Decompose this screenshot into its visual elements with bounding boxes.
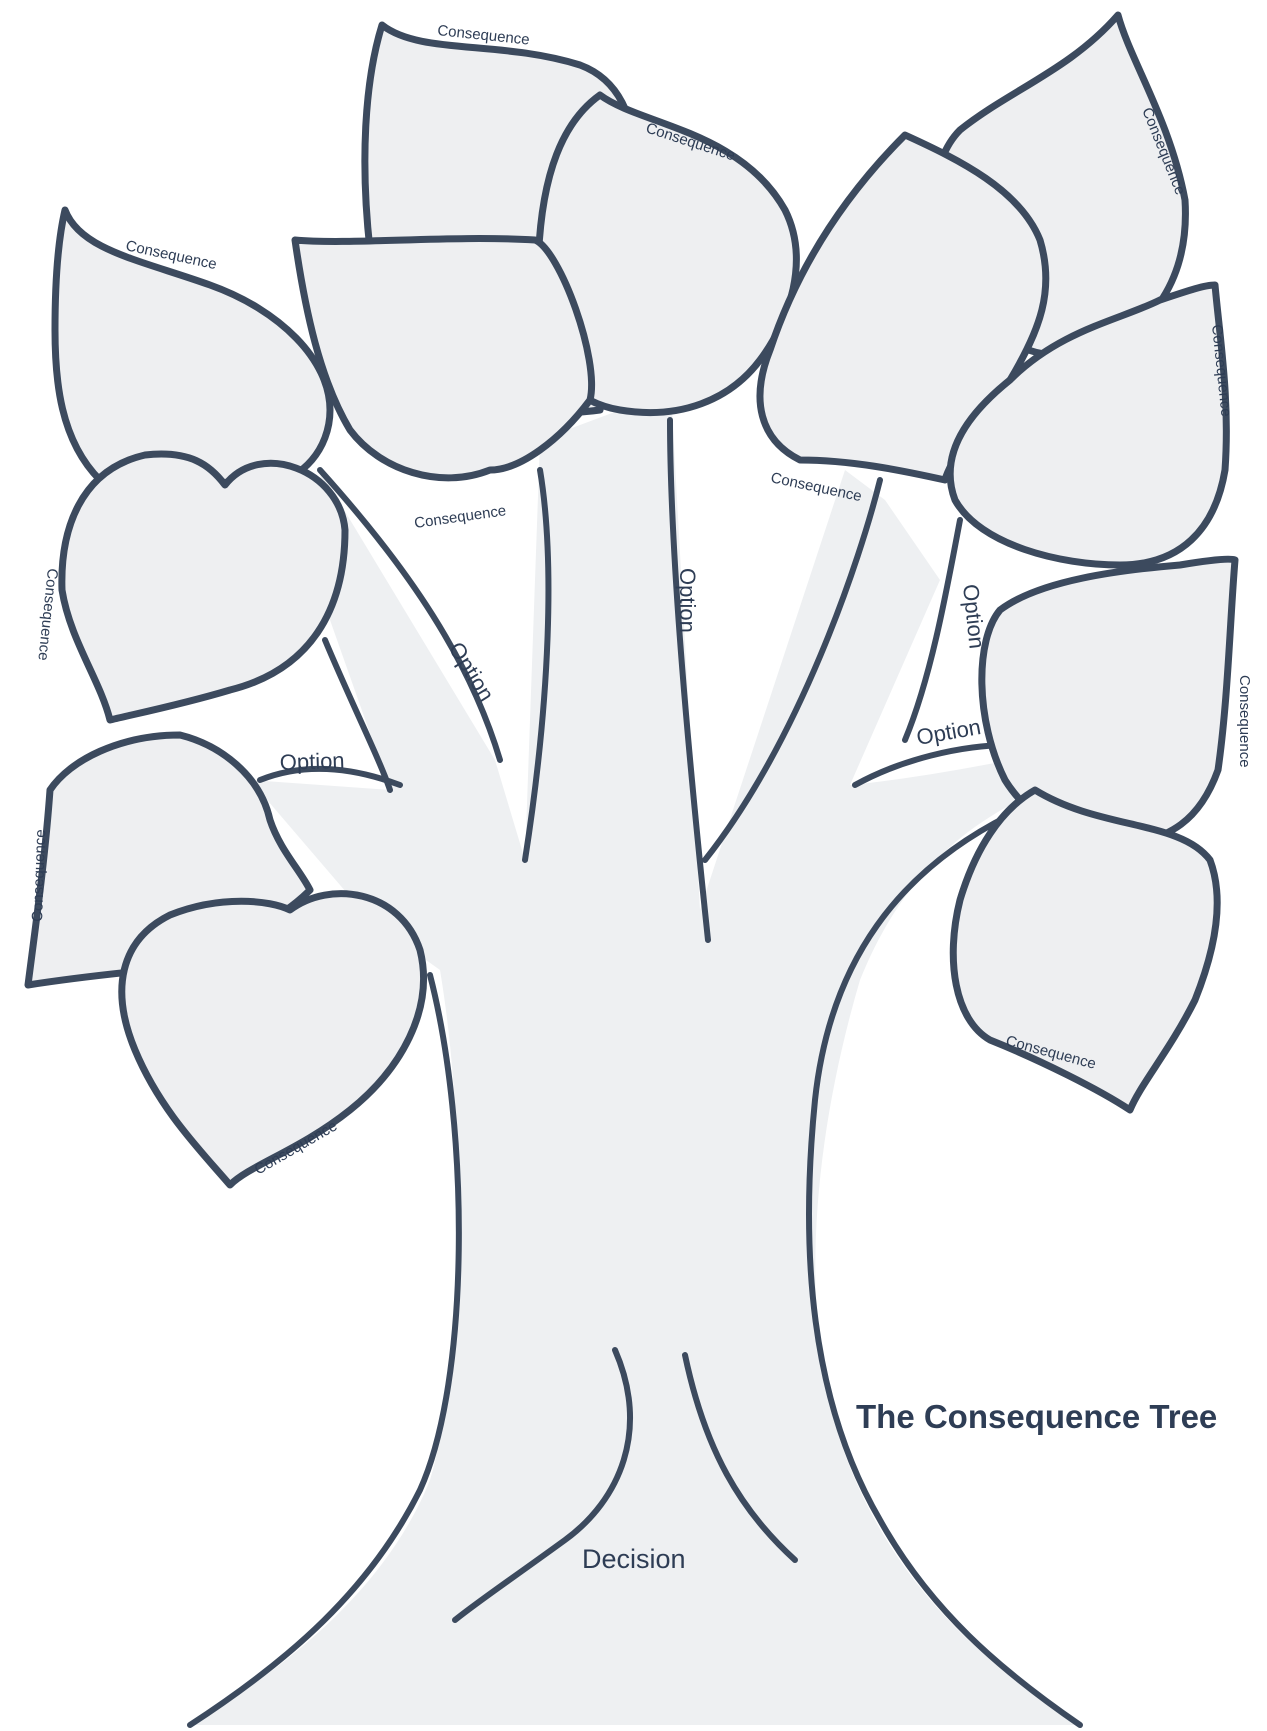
option-label-3: Option <box>958 583 990 650</box>
option-label-1: Option <box>279 748 345 775</box>
option-label-2: Option <box>675 568 700 633</box>
leaf-label-9: Consequence <box>34 568 61 662</box>
leaf-mid-left-top <box>295 239 592 478</box>
leaf-left-heart <box>62 454 345 720</box>
leaf-label-10: Consequence <box>29 829 49 922</box>
leaf-label-4: Consequence <box>1236 675 1253 768</box>
diagram-title: The Consequence Tree <box>856 1398 1217 1435</box>
leaf-left-bottom-heart <box>122 894 424 1185</box>
decision-label: Decision <box>582 1544 686 1574</box>
leaf-label-7: Consequence <box>413 502 507 532</box>
